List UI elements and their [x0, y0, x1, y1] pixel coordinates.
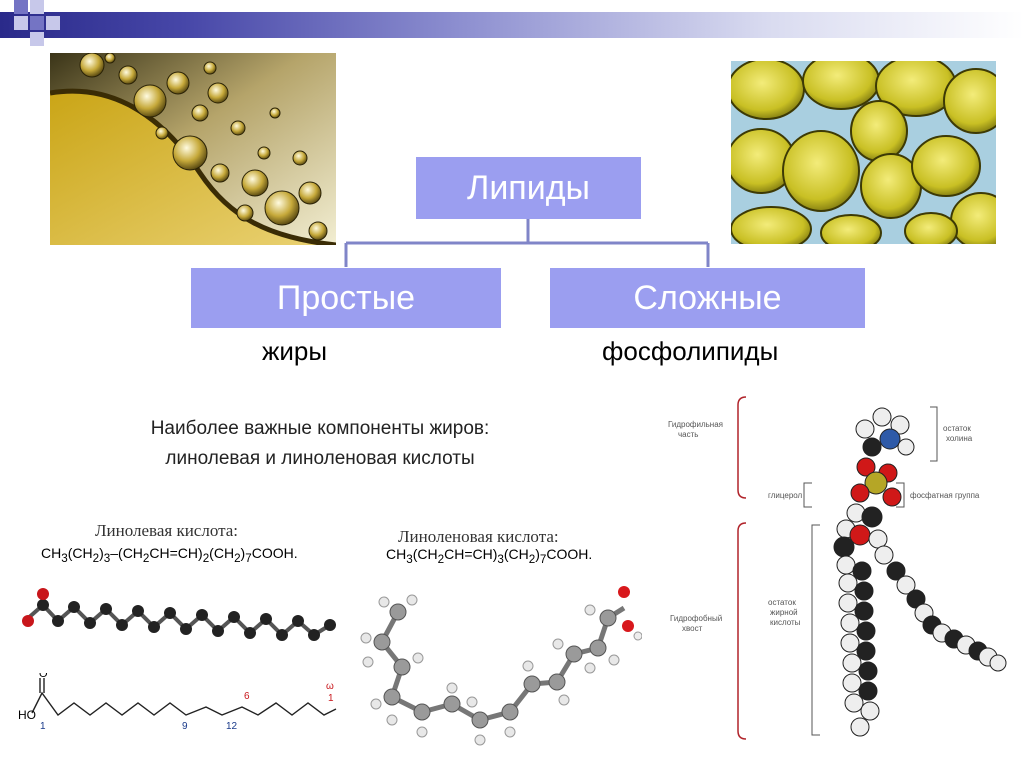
hydrophobic-label-line2: хвост: [682, 624, 703, 633]
note-line-2: линолевая и линоленовая кислоты: [70, 444, 570, 474]
example-phospholipids: фосфолипиды: [602, 336, 778, 367]
root-node-label: Липиды: [467, 169, 590, 208]
carbon-12-label: 12: [226, 721, 238, 732]
corner-square: [30, 0, 44, 14]
oil-droplets-photo: [50, 53, 336, 245]
components-note: Наиболее важные компоненты жиров: линоле…: [70, 414, 570, 474]
corner-square: [30, 16, 44, 30]
fat-cells-photo: [731, 61, 996, 244]
note-line-1: Наиболее важные компоненты жиров:: [70, 414, 570, 444]
linoleic-skeletal-formula: HO O 1 9 12 6 ω 1: [10, 673, 340, 733]
node-complex-label: Сложные: [633, 279, 781, 318]
choline-label-line1: остаток: [943, 424, 971, 433]
linoleic-formula: CH3(CH2)3–(CH2CH=CH)2(CH2)7COOH.: [41, 545, 298, 565]
corner-square: [14, 0, 28, 14]
hydrophobic-label-line1: Гидрофобный: [670, 614, 722, 623]
fatty-acid-label-line3: кислоты: [770, 618, 801, 627]
hydrophobic-bracket: [738, 523, 746, 739]
glycerol-label: глицерол: [768, 491, 803, 500]
carbon-6-label: 6: [244, 691, 250, 702]
carbon-1-label: 1: [40, 721, 46, 732]
header-bar: [0, 12, 1024, 38]
node-simple-label: Простые: [277, 279, 415, 318]
linolenic-title: Линоленовая кислота:: [398, 527, 559, 547]
phosphate-label: фосфатная группа: [910, 491, 980, 500]
linoleic-ball-stick-model: [18, 585, 338, 655]
node-simple: Простые: [191, 268, 501, 328]
phospholipid-model: Гидрофильная часть Гидрофобный хвост ост…: [660, 395, 1015, 740]
hydrophilic-label-line1: Гидрофильная: [668, 420, 723, 429]
corner-square: [14, 16, 28, 30]
fatty-acid-label-line2: жирной: [770, 608, 798, 617]
choline-label-line2: холина: [946, 434, 973, 443]
linolenic-formula: CH3(CH2CH=CH)3(CH2)7COOH.: [386, 546, 592, 566]
fatty-acid-label-line1: остаток: [768, 598, 796, 607]
skeletal-o-label: O: [39, 673, 48, 680]
skeletal-ho-label: HO: [18, 708, 36, 722]
root-node-lipids: Липиды: [416, 157, 641, 219]
corner-square: [46, 16, 60, 30]
omega-label: ω: [326, 681, 334, 692]
linoleic-title: Линолевая кислота:: [95, 521, 238, 541]
omega-1-label: 1: [328, 693, 334, 704]
hydrophilic-label-line2: часть: [678, 430, 698, 439]
carbon-9-label: 9: [182, 721, 188, 732]
example-fats: жиры: [262, 336, 327, 367]
tree-connectors: [340, 219, 720, 271]
linolenic-ball-stick-model: [352, 572, 642, 752]
corner-square: [30, 32, 44, 46]
hydrophilic-bracket: [738, 397, 746, 498]
node-complex: Сложные: [550, 268, 865, 328]
